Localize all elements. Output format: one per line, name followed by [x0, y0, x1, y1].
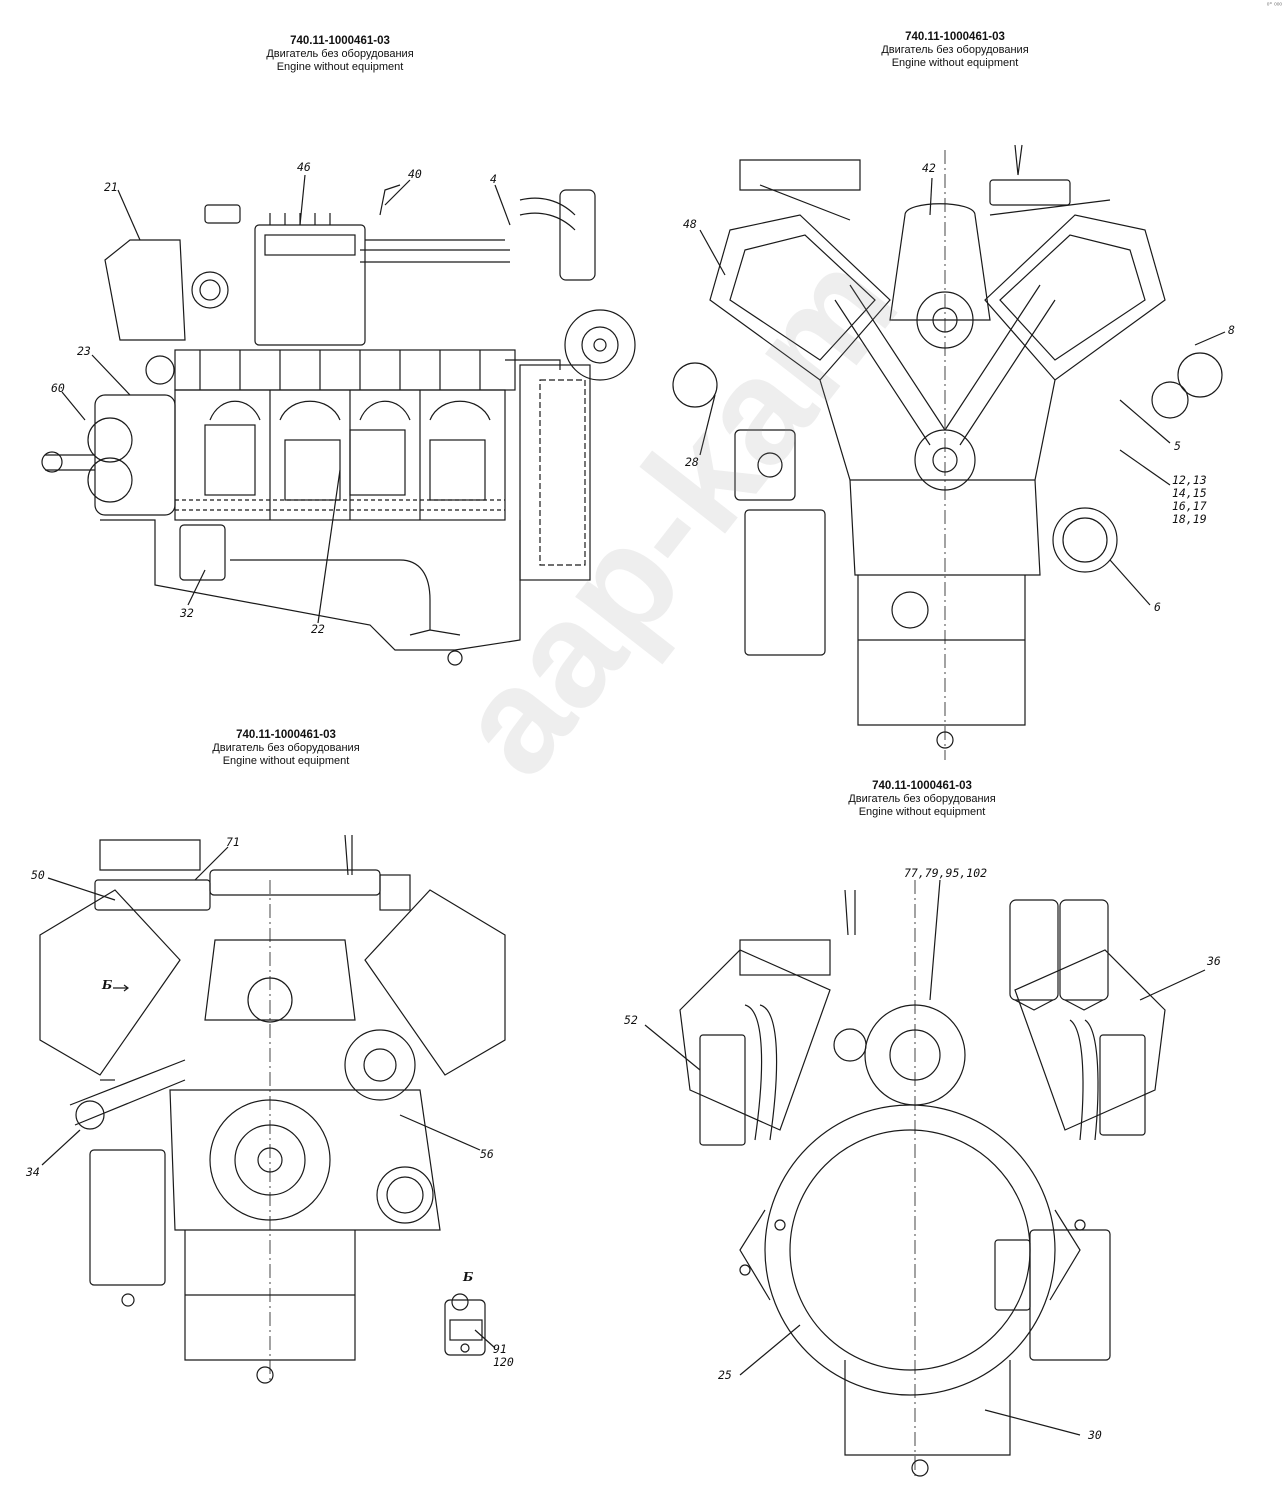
callout-label: 36 — [1207, 954, 1221, 968]
corner-mark: ᵒ° ᵒᵒᵒ — [1266, 2, 1282, 9]
callout-label: 6 — [1154, 600, 1161, 614]
callout-label: 16,17 — [1172, 499, 1207, 513]
callout-label: 56 — [480, 1147, 494, 1161]
callout-label: 77,79,95,102 — [904, 866, 988, 880]
callout-label: 23 — [77, 344, 91, 358]
view4-part-code: 740.11-1000461-03 — [872, 780, 972, 792]
callout-label: 60 — [51, 381, 65, 395]
callout-label: 30 — [1088, 1428, 1102, 1442]
callout-label: 52 — [624, 1013, 638, 1027]
view3-title-en: Engine without equipment — [222, 755, 350, 767]
callout-label: 91 — [493, 1342, 507, 1356]
callout-label: 25 — [718, 1368, 732, 1382]
view3-part-code: 740.11-1000461-03 — [236, 729, 336, 741]
callout-label: 5 — [1174, 439, 1181, 453]
view1-title-en: Engine without equipment — [276, 61, 404, 73]
engine-cross-section-drawing — [672, 144, 1226, 760]
view4-title-en: Engine without equipment — [858, 806, 986, 818]
callout-label: 46 — [297, 160, 311, 174]
detail-view-letter: Б — [463, 1270, 474, 1284]
view2-part-code: 740.11-1000461-03 — [905, 31, 1005, 43]
view1-part-code: 740.11-1000461-03 — [290, 35, 390, 47]
view3-title-ru: Двигатель без оборудования — [212, 742, 360, 754]
callout-label: 22 — [311, 622, 325, 636]
view1-title-block: 740.11-1000461-03 Двигатель без оборудов… — [250, 35, 430, 74]
callout-label: 28 — [685, 455, 699, 469]
callout-label: 4 — [490, 172, 497, 186]
engine-front-view-drawing — [39, 834, 506, 1384]
callout-label: 21 — [104, 180, 118, 194]
view4-title-block: 740.11-1000461-03 Двигатель без оборудов… — [832, 780, 1012, 819]
callout-stack: 91 120 — [493, 1343, 514, 1369]
callout-label: 34 — [26, 1165, 40, 1179]
engine-side-section-drawing — [41, 174, 636, 666]
view4-title-ru: Двигатель без оборудования — [848, 793, 996, 805]
callout-label: 120 — [493, 1355, 514, 1369]
view2-title-ru: Двигатель без оборудования — [881, 44, 1029, 56]
callout-label: 48 — [683, 217, 697, 231]
engine-rear-view-drawing — [644, 879, 1206, 1480]
callout-label: 32 — [180, 606, 194, 620]
view-arrow-letter: Б — [102, 978, 113, 992]
callout-label: 8 — [1228, 323, 1235, 337]
callout-label: 12,13 — [1172, 473, 1207, 487]
view2-title-en: Engine without equipment — [891, 57, 1019, 69]
callout-label: 18,19 — [1172, 512, 1207, 526]
callout-label: 71 — [226, 835, 240, 849]
view2-title-block: 740.11-1000461-03 Двигатель без оборудов… — [865, 31, 1045, 70]
callout-label: 50 — [31, 868, 45, 882]
callout-label: 40 — [408, 167, 422, 181]
callout-label: 42 — [922, 161, 936, 175]
view3-title-block: 740.11-1000461-03 Двигатель без оборудов… — [196, 729, 376, 768]
callout-label: 14,15 — [1172, 486, 1207, 500]
callout-stack: 12,13 14,15 16,17 18,19 — [1172, 474, 1207, 526]
view1-title-ru: Двигатель без оборудования — [266, 48, 414, 60]
